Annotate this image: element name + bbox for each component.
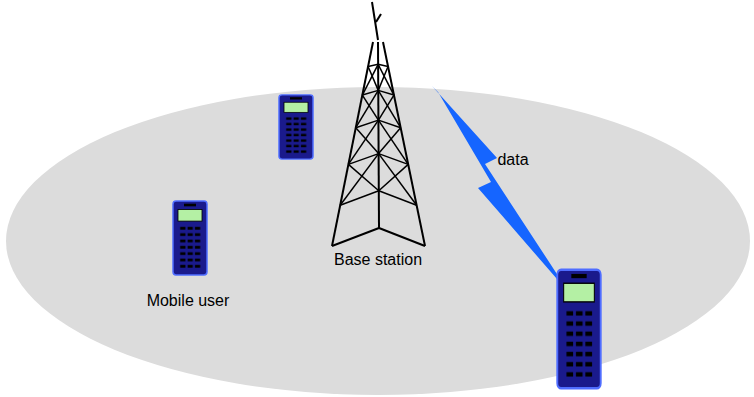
- tower-brace: [378, 64, 394, 95]
- text-label: data: [497, 150, 528, 169]
- mobile-phone: [173, 201, 207, 275]
- tower-brace: [379, 191, 417, 205]
- tower-brace: [378, 90, 400, 127]
- tower-brace: [356, 90, 378, 127]
- tower-brace: [368, 66, 378, 90]
- tower-brace: [362, 95, 378, 120]
- tower-brace: [378, 120, 408, 164]
- tower-brace: [378, 95, 394, 120]
- tower-brace: [378, 66, 388, 90]
- base-station-tower: [332, 2, 425, 246]
- data-link-bolt: [432, 86, 570, 294]
- mobile-phone: [557, 270, 600, 389]
- tower-brace: [379, 154, 417, 206]
- tower-brace: [340, 154, 378, 206]
- tower-brace: [340, 191, 379, 205]
- mobile-phone: [279, 95, 313, 159]
- tower-brace: [362, 64, 378, 95]
- text-label: Mobile user: [147, 291, 230, 310]
- tower-brace: [379, 128, 401, 154]
- tower-brace: [348, 120, 378, 164]
- text-label: Base station: [334, 250, 422, 269]
